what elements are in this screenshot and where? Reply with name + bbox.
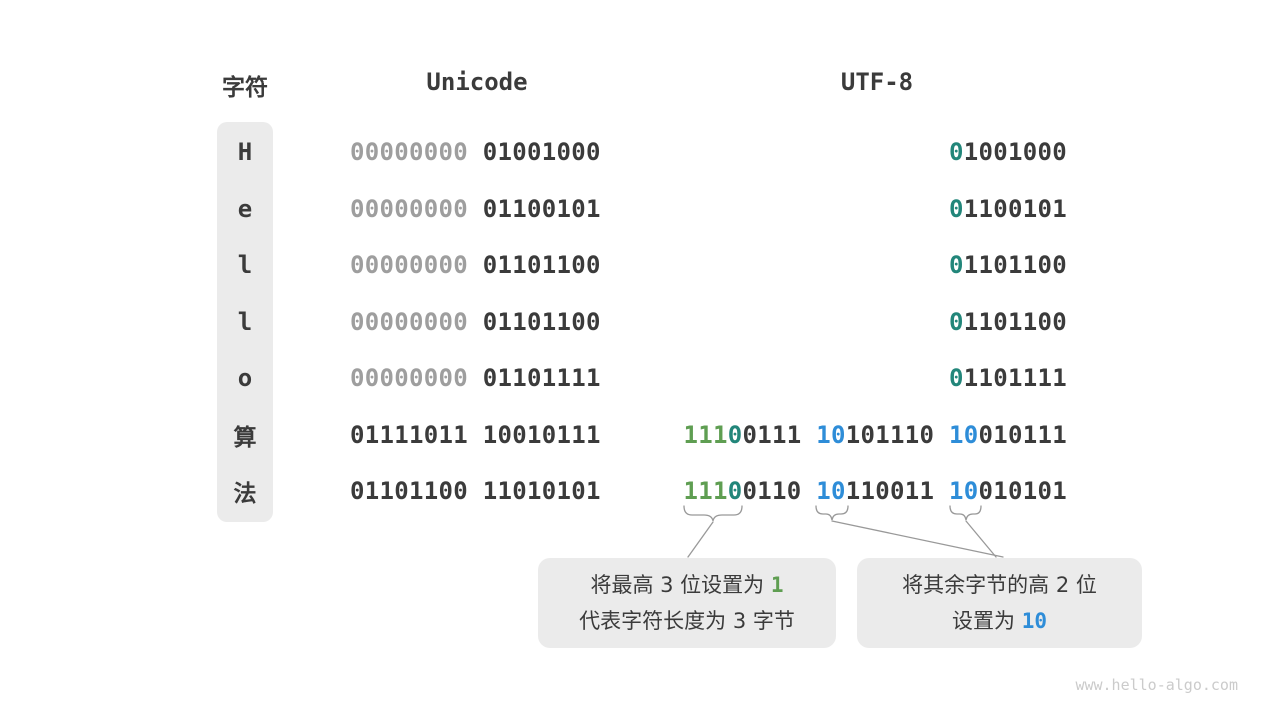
unicode-cell: 00000000 01100101 [350, 180, 601, 237]
binary-segment: 10 [816, 420, 846, 449]
watermark: www.hello-algo.com [1075, 676, 1238, 694]
binary-segment: 0111 [742, 420, 817, 449]
binary-segment: 00000000 [350, 137, 483, 166]
character-column-background [217, 122, 273, 522]
binary-segment: 00000000 [350, 194, 483, 223]
character-cell: 算 [233, 424, 257, 451]
binary-segment: 110011 [845, 476, 949, 505]
binary-segment: 1101100 [963, 250, 1067, 279]
unicode-cell: 00000000 01101100 [350, 293, 601, 350]
binary-segment: 10 [949, 420, 979, 449]
binary-segment: 01001000 [482, 137, 601, 166]
binary-segment: 0 [949, 363, 964, 392]
binary-segment: 1101100 [963, 307, 1067, 336]
binary-segment: 01101111 [482, 363, 601, 392]
callout-right-line1: 将其余字节的高 2 位 [902, 573, 1097, 597]
character-cell: o [237, 363, 253, 392]
unicode-cell: 00000000 01001000 [350, 123, 601, 180]
binary-segment: 0 [727, 420, 743, 449]
binary-segment: 00000000 [350, 363, 483, 392]
binary-segment: 010111 [978, 420, 1067, 449]
binary-segment: 0 [727, 476, 743, 505]
binary-segment: 0 [949, 307, 964, 336]
binary-segment: 010101 [978, 476, 1067, 505]
binary-segment: 1101111 [963, 363, 1067, 392]
unicode-cell: 01111011 10010111 [350, 406, 601, 463]
character-cell: e [237, 194, 253, 223]
binary-segment: 00000000 [350, 250, 483, 279]
binary-segment: 10 [816, 476, 846, 505]
binary-segment: 01100101 [482, 194, 601, 223]
column-header-character: 字符 [222, 75, 268, 101]
binary-segment: 0 [949, 137, 964, 166]
callout-left-line1: 将最高 3 位设置为 1 [590, 573, 784, 597]
highlight-bit-1: 1 [770, 573, 784, 597]
character-cell: l [237, 307, 253, 336]
callout-lead-byte-rule: 将最高 3 位设置为 1 代表字符长度为 3 字节 [538, 558, 836, 648]
binary-segment: 01101100 [482, 250, 601, 279]
unicode-cell: 01101100 11010101 [350, 462, 601, 519]
unicode-cell: 00000000 01101100 [350, 236, 601, 293]
binary-segment: 0110 [742, 476, 817, 505]
binary-segment: 111 [683, 476, 728, 505]
unicode-cell: 00000000 01101111 [350, 349, 601, 406]
callout-continuation-byte-rule: 将其余字节的高 2 位 设置为 10 [857, 558, 1142, 648]
binary-segment: 0 [949, 194, 964, 223]
connector-line-second-byte [831, 520, 1004, 558]
connector-line-third-byte [965, 520, 997, 558]
character-cell: l [237, 250, 253, 279]
binary-segment: 111 [683, 420, 728, 449]
highlight-bits-10: 10 [1021, 609, 1047, 633]
binary-segment: 01101100 11010101 [350, 476, 601, 505]
character-cell: 法 [233, 480, 257, 507]
binary-segment: 10 [949, 476, 979, 505]
callout-right-line2: 设置为 10 [952, 609, 1047, 633]
binary-segment: 00000000 [350, 307, 483, 336]
character-cell: H [237, 137, 253, 166]
callout-left-line2: 代表字符长度为 3 字节 [579, 609, 795, 633]
binary-segment: 101110 [845, 420, 949, 449]
column-header-unicode: Unicode [426, 68, 528, 96]
binary-segment: 01111011 10010111 [350, 420, 601, 449]
column-header-utf8: UTF-8 [840, 68, 914, 96]
binary-segment: 1100101 [963, 194, 1067, 223]
binary-segment: 01101100 [482, 307, 601, 336]
binary-segment: 0 [949, 250, 964, 279]
connector-line-left-callout [687, 521, 714, 558]
binary-segment: 1001000 [963, 137, 1067, 166]
